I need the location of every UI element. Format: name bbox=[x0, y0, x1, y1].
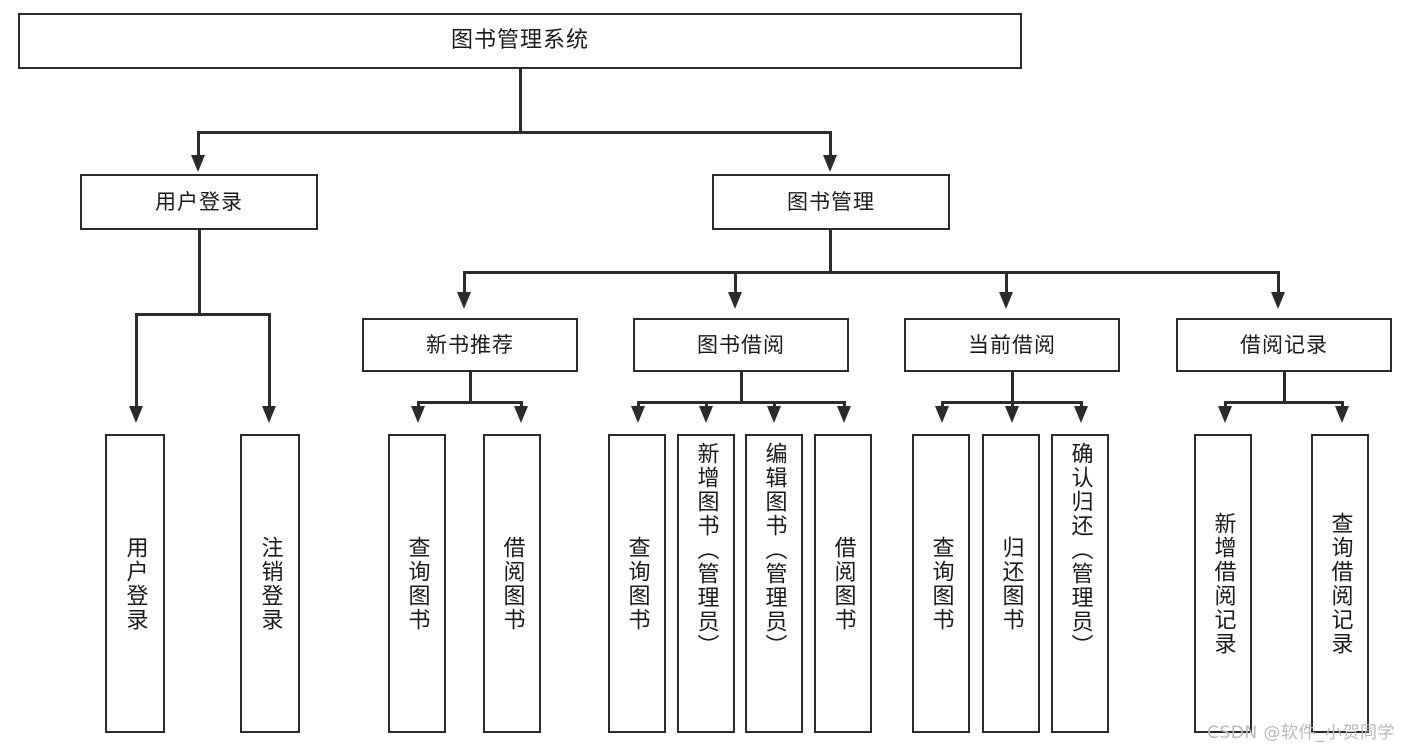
node-root-system[interactable]: 图书管理系统 bbox=[18, 13, 1022, 69]
arrow-to-borrow-record bbox=[1271, 292, 1285, 309]
leaf-borrow-add-book-admin[interactable]: 新增图书（管理员） bbox=[677, 434, 735, 733]
arrow-to-leaf-logout bbox=[262, 406, 276, 423]
node-label: 当前借阅 bbox=[968, 332, 1056, 357]
leaf-record-add-borrow-record[interactable]: 新增借阅记录 bbox=[1194, 434, 1252, 733]
connector-recommend-drop-1 bbox=[417, 401, 420, 410]
node-label: 新书推荐 bbox=[426, 332, 514, 357]
leaf-label: 用户登录 bbox=[122, 535, 148, 632]
arrow-to-leaf-user-login bbox=[129, 406, 143, 423]
connector-borrow-drop-1 bbox=[637, 401, 640, 410]
node-label: 借阅记录 bbox=[1240, 332, 1328, 357]
node-label: 图书借阅 bbox=[697, 332, 785, 357]
leaf-label: 归还图书 bbox=[998, 535, 1024, 632]
connector-book-mgmt-drop-3 bbox=[1005, 271, 1008, 296]
connector-user-login-stem bbox=[198, 230, 201, 315]
connector-current-drop-2 bbox=[1011, 401, 1014, 410]
connector-user-login-bus bbox=[135, 313, 270, 316]
connector-borrow-drop-4 bbox=[843, 401, 846, 410]
arrow-record-leaf-2 bbox=[1335, 406, 1349, 423]
connector-user-login-drop-1 bbox=[135, 313, 138, 410]
node-book-management[interactable]: 图书管理 bbox=[712, 174, 950, 230]
leaf-borrow-borrow-book[interactable]: 借阅图书 bbox=[814, 434, 872, 733]
leaf-label: 借阅图书 bbox=[499, 535, 525, 632]
leaf-label: 注销登录 bbox=[257, 535, 283, 632]
leaf-recommend-borrow-book[interactable]: 借阅图书 bbox=[483, 434, 541, 733]
arrow-current-leaf-1 bbox=[935, 406, 949, 423]
leaf-label: 新增借阅记录 bbox=[1210, 511, 1236, 656]
leaf-label: 确认归还（管理员） bbox=[1067, 442, 1093, 658]
leaf-user-login[interactable]: 用户登录 bbox=[105, 434, 165, 733]
node-label: 图书管理系统 bbox=[450, 28, 589, 54]
node-borrow-record[interactable]: 借阅记录 bbox=[1176, 318, 1392, 372]
connector-borrow-drop-2 bbox=[705, 401, 708, 410]
leaf-label: 新增图书（管理员） bbox=[693, 442, 719, 658]
arrow-to-book-management bbox=[823, 155, 837, 172]
connector-record-drop-2 bbox=[1341, 401, 1344, 410]
arrow-borrow-leaf-2 bbox=[699, 406, 713, 423]
leaf-label: 查询图书 bbox=[404, 535, 430, 632]
connector-current-bus bbox=[941, 401, 1080, 404]
leaf-label: 查询借阅记录 bbox=[1327, 511, 1353, 656]
leaf-borrow-edit-book-admin[interactable]: 编辑图书（管理员） bbox=[745, 434, 803, 733]
arrow-to-new-book-recommend bbox=[457, 292, 471, 309]
arrow-to-book-borrow bbox=[728, 292, 742, 309]
leaf-record-query-borrow-record[interactable]: 查询借阅记录 bbox=[1311, 434, 1369, 733]
arrow-to-user-login bbox=[191, 155, 205, 172]
connector-book-mgmt-drop-4 bbox=[1277, 271, 1280, 296]
arrow-recommend-leaf-2 bbox=[514, 406, 528, 423]
leaf-label: 借阅图书 bbox=[830, 535, 856, 632]
arrow-current-leaf-3 bbox=[1074, 406, 1088, 423]
connector-book-mgmt-bus bbox=[463, 271, 1277, 274]
connector-current-drop-1 bbox=[941, 401, 944, 410]
arrow-borrow-leaf-1 bbox=[631, 406, 645, 423]
connector-root-drop-2 bbox=[829, 131, 832, 159]
connector-user-login-drop-2 bbox=[268, 313, 271, 410]
connector-current-stem bbox=[1011, 372, 1014, 403]
arrow-borrow-leaf-3 bbox=[767, 406, 781, 423]
connector-book-mgmt-drop-2 bbox=[734, 271, 737, 296]
connector-borrow-bus bbox=[637, 401, 845, 404]
leaf-current-query-book[interactable]: 查询图书 bbox=[912, 434, 970, 733]
connector-root-stem bbox=[519, 69, 522, 131]
leaf-borrow-query-book[interactable]: 查询图书 bbox=[608, 434, 666, 733]
connector-current-drop-3 bbox=[1080, 401, 1083, 410]
arrow-current-leaf-2 bbox=[1005, 406, 1019, 423]
node-label: 图书管理 bbox=[787, 189, 875, 214]
connector-borrow-drop-3 bbox=[773, 401, 776, 410]
connector-record-stem bbox=[1283, 372, 1286, 403]
connector-book-mgmt-stem bbox=[829, 230, 832, 273]
arrow-to-current-borrow bbox=[999, 292, 1013, 309]
arrow-record-leaf-1 bbox=[1218, 406, 1232, 423]
connector-record-drop-1 bbox=[1224, 401, 1227, 410]
leaf-recommend-query-book[interactable]: 查询图书 bbox=[388, 434, 446, 733]
connector-recommend-bus bbox=[417, 401, 522, 404]
node-user-login[interactable]: 用户登录 bbox=[80, 174, 318, 230]
node-book-borrow[interactable]: 图书借阅 bbox=[633, 318, 849, 372]
leaf-current-return-book[interactable]: 归还图书 bbox=[982, 434, 1040, 733]
leaf-label: 编辑图书（管理员） bbox=[761, 442, 787, 658]
leaf-logout[interactable]: 注销登录 bbox=[240, 434, 300, 733]
connector-record-bus bbox=[1224, 401, 1341, 404]
connector-book-mgmt-drop-1 bbox=[463, 271, 466, 296]
connector-root-bus bbox=[197, 131, 831, 134]
leaf-label: 查询图书 bbox=[928, 535, 954, 632]
connector-recommend-stem bbox=[469, 372, 472, 403]
node-current-borrow[interactable]: 当前借阅 bbox=[904, 318, 1120, 372]
arrow-borrow-leaf-4 bbox=[837, 406, 851, 423]
leaf-label: 查询图书 bbox=[624, 535, 650, 632]
connector-recommend-drop-2 bbox=[520, 401, 523, 410]
node-new-book-recommend[interactable]: 新书推荐 bbox=[362, 318, 578, 372]
connector-root-drop-1 bbox=[197, 131, 200, 159]
connector-borrow-stem bbox=[740, 372, 743, 403]
arrow-recommend-leaf-1 bbox=[411, 406, 425, 423]
node-label: 用户登录 bbox=[155, 189, 243, 214]
leaf-current-confirm-return-admin[interactable]: 确认归还（管理员） bbox=[1051, 434, 1109, 733]
